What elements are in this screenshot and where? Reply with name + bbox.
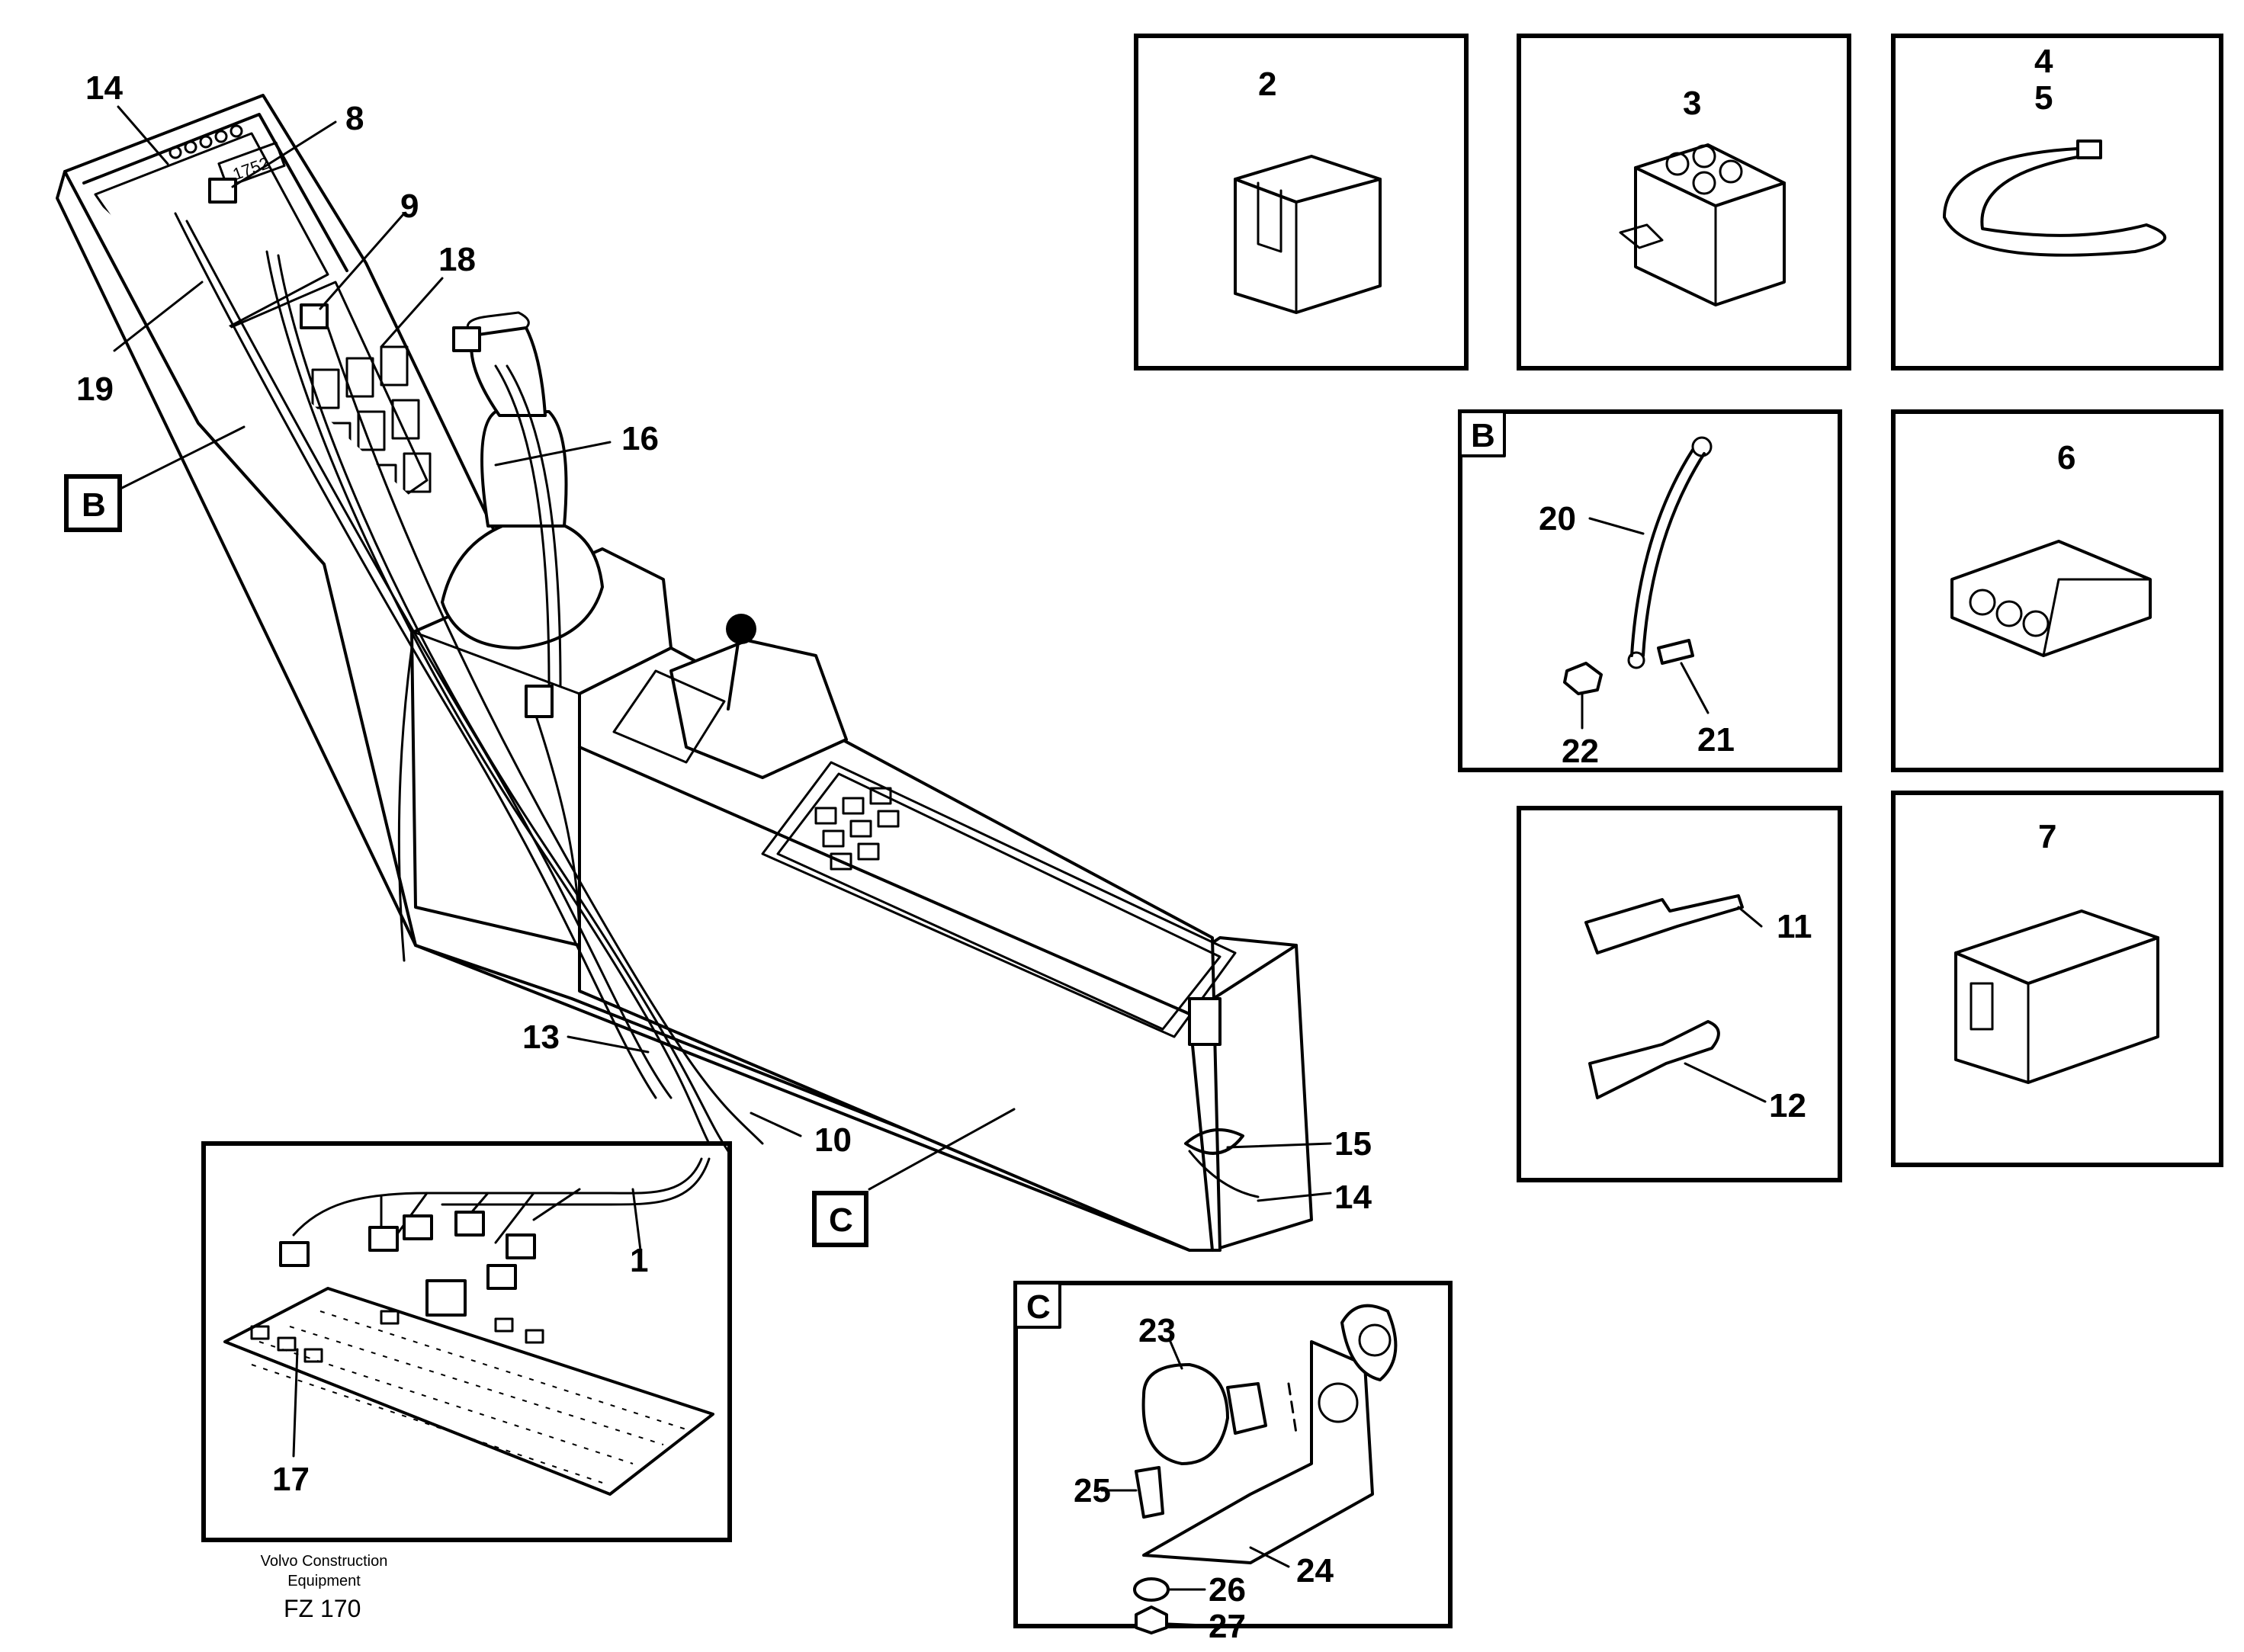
tag-c-detail: C bbox=[1026, 1288, 1051, 1326]
callout-21: 21 bbox=[1697, 721, 1735, 759]
indicator-lights bbox=[169, 124, 243, 159]
keypad bbox=[814, 787, 900, 871]
detail-box-7 bbox=[1891, 791, 2223, 1167]
callout-27: 27 bbox=[1209, 1608, 1246, 1645]
washer-ring bbox=[1340, 1304, 1398, 1381]
screw-21 bbox=[1657, 639, 1694, 665]
detail-box-11-12 bbox=[1517, 806, 1842, 1182]
callout-4: 4 bbox=[2034, 43, 2053, 80]
callout-8: 8 bbox=[345, 100, 364, 137]
callout-10: 10 bbox=[814, 1121, 852, 1159]
circuit-board bbox=[223, 1287, 714, 1496]
gear-lever-knob bbox=[726, 614, 756, 644]
callout-1: 1 bbox=[630, 1242, 648, 1279]
callout-25: 25 bbox=[1074, 1472, 1111, 1509]
credit-line-2: Equipment bbox=[287, 1573, 361, 1589]
callout-22: 22 bbox=[1562, 733, 1599, 770]
callout-12: 12 bbox=[1769, 1087, 1806, 1124]
bracket-24 bbox=[1142, 1340, 1374, 1564]
callout-17: 17 bbox=[272, 1461, 310, 1498]
callout-14a: 14 bbox=[85, 69, 123, 107]
callout-7: 7 bbox=[2038, 818, 2056, 855]
callout-labels: 1 2 3 4 5 6 7 8 9 10 11 12 13 14 14 15 1… bbox=[76, 43, 2075, 1645]
terminal-12 bbox=[1588, 1020, 1720, 1099]
tag-c-main-box bbox=[812, 1191, 868, 1247]
terminal-11 bbox=[1584, 894, 1744, 954]
callout-11: 11 bbox=[1777, 908, 1812, 945]
manufacturer-credit: Volvo Construction Equipment bbox=[179, 1551, 469, 1591]
callout-24: 24 bbox=[1296, 1552, 1334, 1589]
callout-19: 19 bbox=[76, 370, 114, 408]
side-connector bbox=[1188, 997, 1222, 1046]
detail-box-4-5 bbox=[1891, 34, 2223, 370]
console-assembly: 1752 bbox=[56, 94, 1313, 1252]
ground-strap-20 bbox=[1630, 448, 1694, 657]
harness-connector-joystick bbox=[525, 685, 554, 718]
callout-9: 9 bbox=[400, 188, 419, 225]
figure-code: FZ 170 bbox=[284, 1595, 361, 1622]
switch-23 bbox=[1141, 1363, 1229, 1465]
washer-26 bbox=[1133, 1577, 1170, 1602]
callout-5: 5 bbox=[2034, 79, 2053, 117]
nut-27 bbox=[1135, 1605, 1168, 1634]
detail-box-2 bbox=[1134, 34, 1469, 370]
tag-b-main-box bbox=[64, 474, 122, 532]
callout-16: 16 bbox=[621, 420, 659, 457]
connector-6 bbox=[1950, 540, 2152, 657]
harness-connector-16 bbox=[452, 326, 481, 352]
joystick bbox=[441, 311, 604, 650]
callout-2: 2 bbox=[1258, 66, 1276, 103]
callout-23: 23 bbox=[1138, 1312, 1176, 1349]
callout-3: 3 bbox=[1683, 85, 1701, 122]
detail-box-b bbox=[1458, 409, 1842, 772]
callout-26: 26 bbox=[1209, 1571, 1246, 1609]
harness-connector-8 bbox=[208, 178, 237, 204]
tag-b-detail: B bbox=[1471, 417, 1495, 454]
callout-13: 13 bbox=[522, 1018, 560, 1056]
detail-box-circuit-board bbox=[201, 1141, 732, 1542]
cable-tie-4-5 bbox=[1943, 147, 2166, 257]
detail-tags: B C B C bbox=[64, 417, 1495, 1326]
cable-tie-15 bbox=[1184, 1128, 1244, 1155]
callout-14b: 14 bbox=[1334, 1179, 1372, 1216]
tag-b-main: B bbox=[82, 486, 106, 524]
gear-lever bbox=[727, 631, 741, 711]
tag-c-main: C bbox=[829, 1201, 853, 1239]
detail-box-3 bbox=[1517, 34, 1851, 370]
wiring-harness bbox=[174, 212, 764, 1153]
detail-box-c bbox=[1013, 1281, 1453, 1634]
screw-25 bbox=[1135, 1466, 1164, 1519]
credit-line-1: Volvo Construction bbox=[260, 1553, 388, 1570]
leader-lines bbox=[113, 105, 1767, 1627]
callout-6: 6 bbox=[2057, 439, 2075, 476]
callout-18: 18 bbox=[438, 241, 476, 278]
harness-connector-9 bbox=[300, 303, 329, 329]
nut-22 bbox=[1563, 662, 1603, 695]
callout-15: 15 bbox=[1334, 1125, 1372, 1163]
callout-20: 20 bbox=[1539, 500, 1576, 537]
detail-box-6 bbox=[1891, 409, 2223, 772]
